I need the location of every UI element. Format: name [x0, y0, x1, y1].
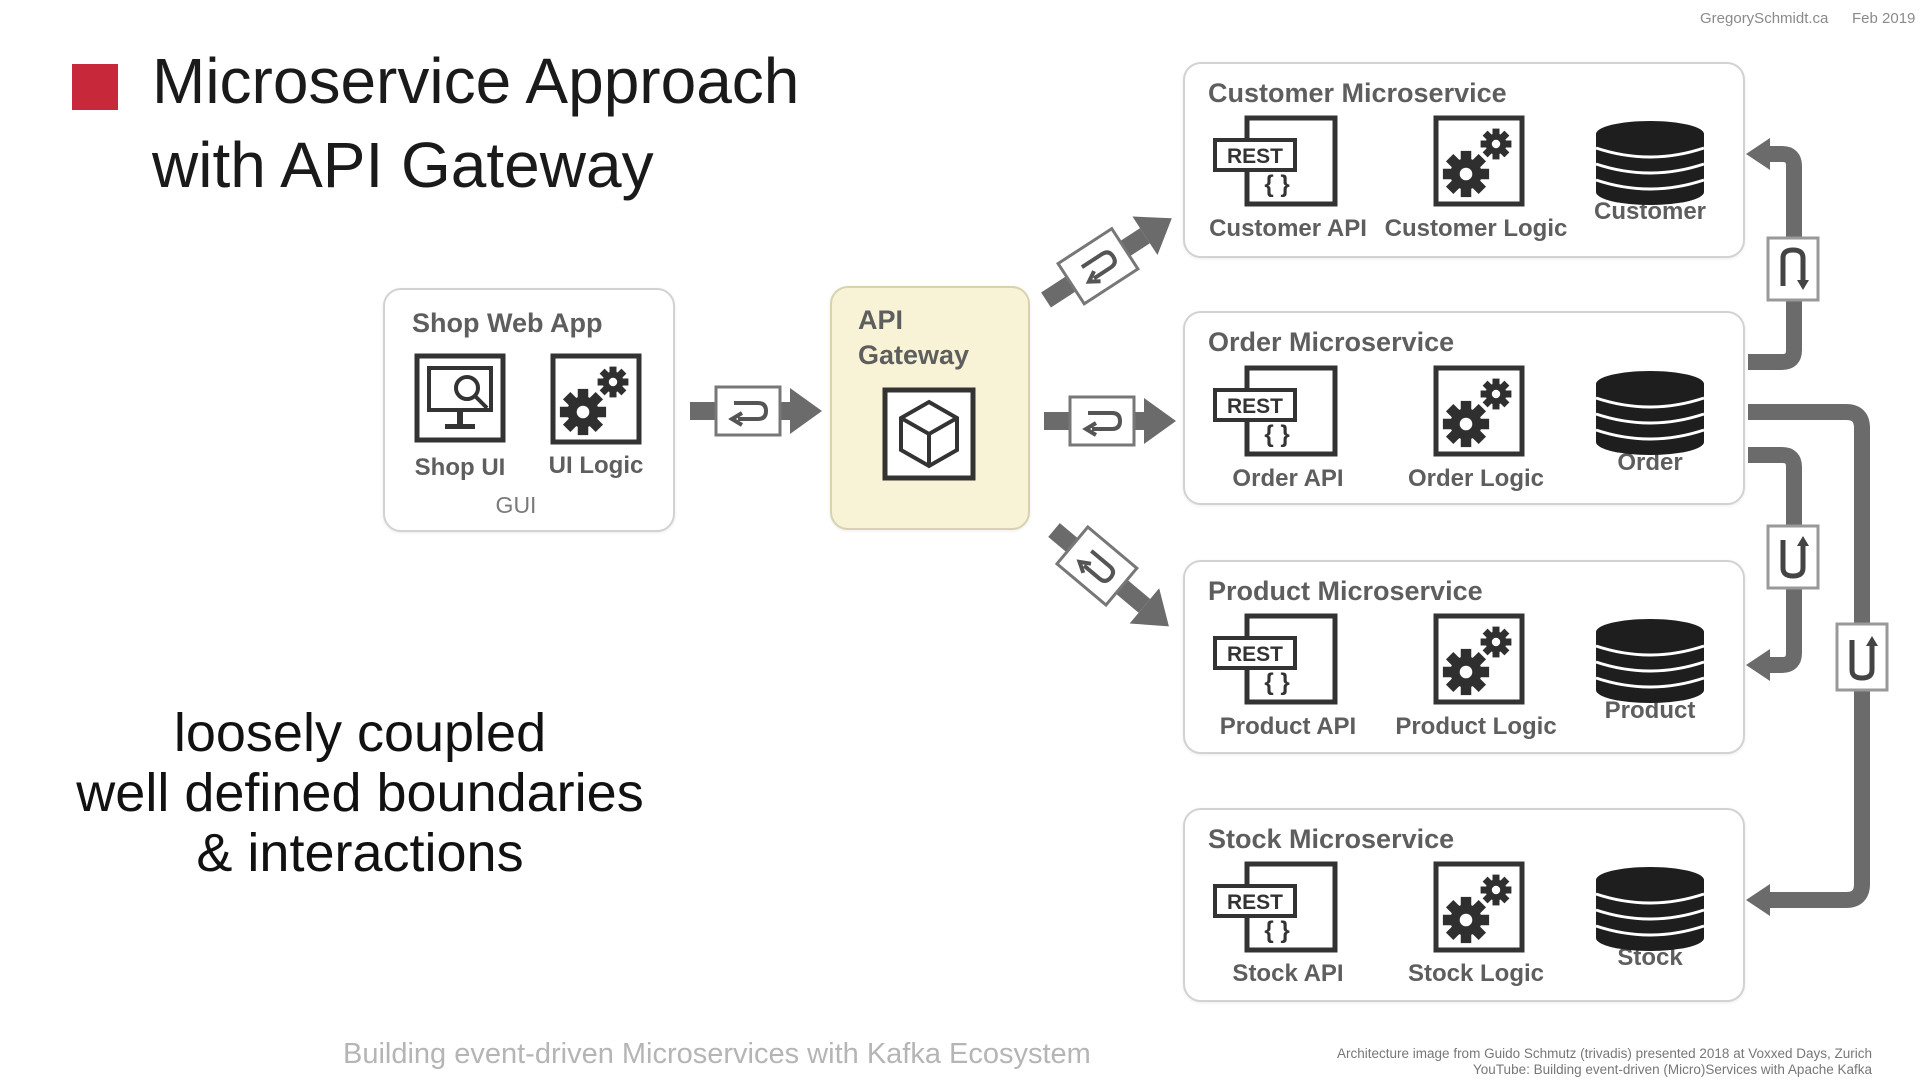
gateway-cube-icon [882, 387, 976, 481]
talk-title: Building event-driven Microservices with… [343, 1038, 1091, 1070]
tagline-line-3: & interactions [196, 823, 524, 883]
webapp-to-gateway-arrow-icon [690, 385, 822, 437]
gui-label: GUI [495, 492, 537, 518]
order-microservice-title: Order Microservice [1208, 327, 1455, 357]
order-to-product-arrow-icon [1746, 447, 1820, 681]
customer-microservice-title: Customer Microservice [1208, 78, 1507, 108]
image-credit-line-1: Architecture image from Guido Schmutz (t… [1337, 1046, 1872, 1061]
product-logic-label: Product Logic [1395, 713, 1557, 740]
product-api-label: Product API [1219, 713, 1357, 740]
product-microservice-title: Product Microservice [1208, 576, 1483, 606]
page-title-line-1: Microservice Approach [152, 45, 800, 117]
order-to-customer-arrow-icon [1746, 138, 1820, 370]
customer-logic-label: Customer Logic [1384, 215, 1568, 242]
date-credit: Feb 2019 [1852, 10, 1916, 27]
order-logic-gears-icon [1436, 368, 1522, 454]
order-logic-label: Order Logic [1407, 465, 1545, 492]
title-bullet [72, 64, 118, 110]
order-to-stock-arrow-icon [1746, 404, 1889, 916]
stock-logic-label: Stock Logic [1407, 960, 1545, 987]
ui-logic-gears-icon [553, 356, 639, 442]
api-gateway-title-line-1: API [858, 305, 904, 335]
order-api-label: Order API [1232, 465, 1344, 492]
gateway-to-order-arrow-icon [1044, 395, 1176, 447]
stock-logic-gears-icon [1436, 864, 1522, 950]
gateway-to-product-arrow-icon [1048, 523, 1169, 627]
product-logic-gears-icon [1436, 616, 1522, 702]
customer-api-label: Customer API [1209, 215, 1367, 242]
order-database-icon [1594, 369, 1706, 457]
api-gateway-title-line-2: Gateway [858, 340, 970, 370]
stock-api-label: Stock API [1232, 960, 1344, 987]
monitor-icon [414, 353, 506, 443]
stock-microservice-title: Stock Microservice [1208, 824, 1455, 854]
product-database-icon [1594, 617, 1706, 705]
tagline-line-2: well defined boundaries [76, 763, 644, 823]
image-credit-line-2: YouTube: Building event-driven (Micro)Se… [1473, 1062, 1872, 1077]
shop-web-app-title: Shop Web App [412, 308, 603, 338]
ui-logic-label: UI Logic [548, 452, 644, 479]
customer-logic-gears-icon [1436, 118, 1522, 204]
customer-database-icon [1594, 119, 1706, 207]
tagline-line-1: loosely coupled [173, 703, 547, 763]
gateway-to-customer-arrow-icon [1041, 216, 1172, 308]
page-title-line-2: with API Gateway [152, 129, 654, 201]
stock-database-icon [1594, 865, 1706, 953]
shop-ui-label: Shop UI [414, 454, 506, 481]
site-credit: GregorySchmidt.ca [1700, 10, 1829, 27]
